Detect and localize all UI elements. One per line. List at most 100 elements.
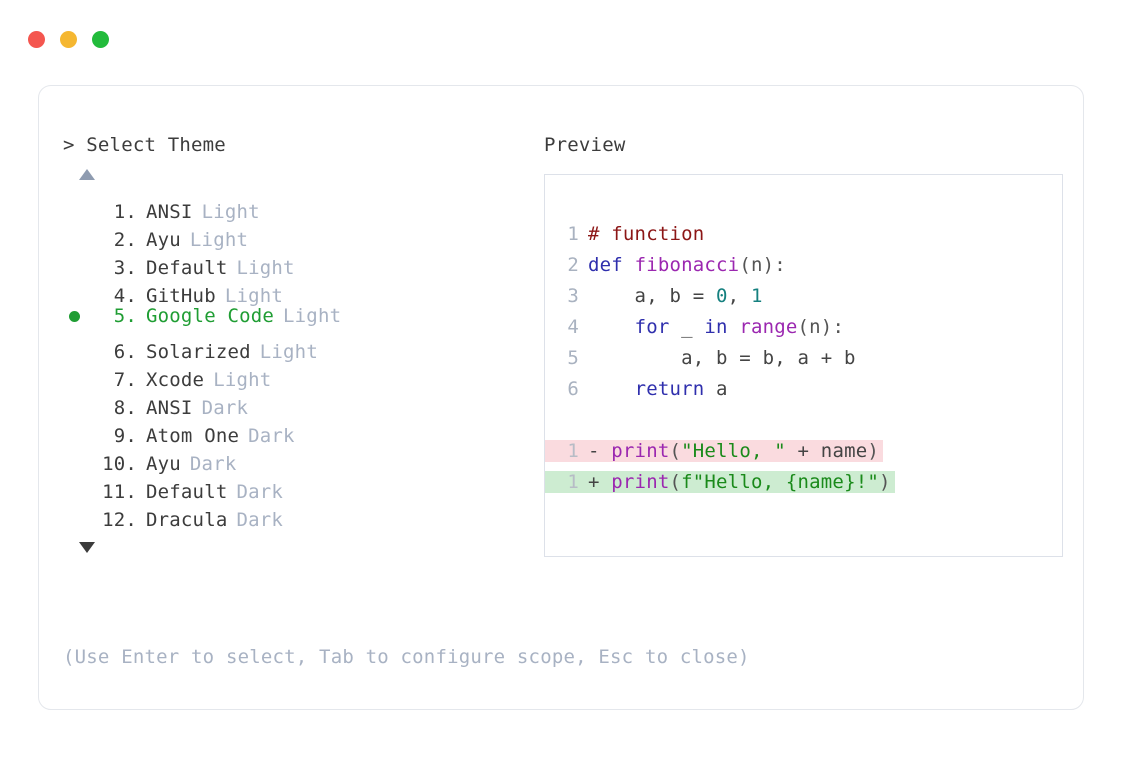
code-line-text: return a — [579, 378, 728, 400]
code-token: + name — [785, 440, 868, 462]
code-token — [588, 378, 635, 400]
code-token: , — [727, 285, 751, 307]
code-token: range — [739, 316, 798, 338]
code-line: 2 def fibonacci(n): — [545, 254, 1062, 285]
theme-list-item[interactable]: 1. ANSI Light — [63, 190, 533, 223]
code-token: print — [611, 440, 670, 462]
code-token: for — [634, 316, 670, 338]
theme-list-item[interactable]: 7. Xcode Light — [63, 358, 533, 391]
code-token: a — [704, 378, 728, 400]
theme-item-index: 5. — [113, 304, 137, 327]
bullet-placeholder — [63, 274, 93, 302]
code-token: "Hello, " — [681, 440, 786, 462]
close-window-button[interactable] — [28, 31, 45, 48]
theme-item-index: 4. — [113, 285, 137, 307]
preview-panel: Preview 1 # function 2 def fibonacci(n): 3 a… — [544, 134, 1064, 557]
theme-list-item[interactable]: 5. Google Code Light — [63, 302, 533, 330]
code-line: 6 return a — [545, 378, 1062, 409]
code-token — [588, 316, 635, 338]
theme-item-variant: Light — [201, 201, 260, 223]
code-token: fibonacci — [634, 254, 740, 276]
theme-item-variant: Dark — [248, 425, 295, 447]
theme-item-variant: Light — [259, 341, 318, 363]
line-number: 1 — [567, 223, 579, 245]
theme-item-variant: Light — [236, 257, 295, 279]
preview-title: Preview — [544, 134, 626, 156]
minimize-window-button[interactable] — [60, 31, 77, 48]
theme-item-name: Dracula — [146, 509, 228, 531]
code-line: 3 a, b = 0, 1 — [545, 285, 1062, 316]
theme-item-name: Xcode — [146, 369, 205, 391]
code-token: print — [611, 471, 670, 493]
theme-item-variant: Light — [213, 369, 272, 391]
code-line: 4 for _ in range(n): — [545, 316, 1062, 347]
bullet-placeholder — [63, 358, 93, 386]
theme-item-variant: Light — [224, 285, 284, 307]
theme-item-index: 12. — [102, 509, 137, 531]
code-token: 1 — [750, 285, 763, 307]
bullet-placeholder — [63, 442, 93, 470]
code-token: _ — [669, 316, 705, 338]
theme-item-name: Ayu — [146, 453, 181, 475]
theme-item-name: Google Code — [146, 304, 275, 327]
theme-item-name: Default — [146, 481, 228, 503]
theme-item-variant: Light — [189, 229, 249, 251]
line-number: 4 — [567, 316, 579, 338]
code-token: ( — [669, 471, 682, 493]
prompt-marker: > — [63, 134, 75, 156]
code-token: ) — [867, 440, 880, 462]
code-blank-line — [545, 409, 1062, 440]
code-token — [728, 316, 740, 338]
code-line: 5 a, b = b, a + b — [545, 347, 1062, 378]
preview-box: 1 # function 2 def fibonacci(n): 3 a, b = 0,… — [544, 174, 1063, 557]
code-token: 0 — [716, 285, 728, 307]
line-number: 2 — [567, 254, 579, 276]
code-line-text: a, b = 0, 1 — [579, 285, 763, 307]
theme-item-index: 7. — [113, 369, 137, 391]
code-token: ( — [669, 440, 682, 462]
code-line-text: for _ in range(n): — [579, 316, 844, 338]
theme-item-index: 11. — [102, 481, 137, 503]
bullet-placeholder — [63, 190, 93, 218]
selected-bullet-icon — [63, 302, 93, 330]
diff-line-text: - print("Hello, " + name) — [579, 440, 884, 462]
code-token: a, b = b, a + b — [588, 347, 856, 369]
diff-line-added: 1+ print(f"Hello, {name}!") — [545, 471, 1062, 502]
code-sample: 1 # function 2 def fibonacci(n): 3 a, b = 0,… — [545, 223, 1062, 502]
code-lines: 1 # function 2 def fibonacci(n): 3 a, b = 0,… — [545, 223, 1062, 409]
code-token: (n): — [739, 254, 786, 276]
diff-marker: + — [588, 471, 600, 493]
bullet-placeholder — [63, 470, 93, 498]
theme-item-variant: Dark — [201, 397, 249, 419]
theme-item-index: 1. — [113, 201, 137, 223]
code-token: # function — [588, 223, 705, 245]
theme-item-variant: Light — [283, 304, 342, 327]
theme-item-index: 9. — [113, 425, 137, 447]
diff-line-text: + print(f"Hello, {name}!") — [579, 471, 895, 493]
scroll-up-arrow-icon[interactable] — [79, 169, 95, 180]
theme-item-name: ANSI — [146, 397, 193, 419]
diff-lines: 1- print("Hello, " + name)1+ print(f"Hel… — [545, 440, 1062, 502]
bullet-placeholder — [63, 218, 93, 246]
code-token: ) — [879, 471, 891, 493]
code-token: def — [588, 254, 635, 276]
code-line: 1 # function — [545, 223, 1062, 254]
theme-item-variant: Dark — [189, 453, 237, 475]
maximize-window-button[interactable] — [92, 31, 109, 48]
theme-item-name: ANSI — [146, 201, 193, 223]
selection-dot-icon — [69, 310, 80, 322]
scroll-down-arrow-icon[interactable] — [79, 542, 95, 553]
theme-item-name: Solarized — [146, 341, 251, 363]
